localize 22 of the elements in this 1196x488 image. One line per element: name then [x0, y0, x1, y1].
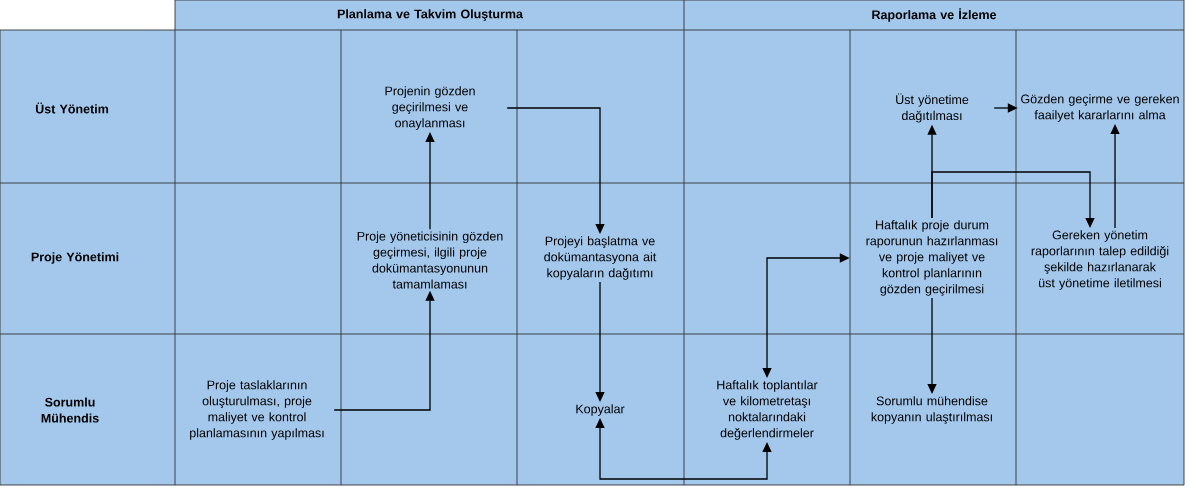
arrow: [595, 281, 605, 402]
step-text: Proje taslaklarının oluşturulması, proje maliyet ve kontrol planlamasının yapılması: [190, 380, 324, 440]
step-text: Gereken yönetim raporlarının talep edildiği şekilde hazırlanarak üst yönetime iletilmesi: [1031, 230, 1169, 290]
step-text: Üst yönetime dağıtılması: [896, 93, 969, 123]
step-text: Gözden geçirme ve gereken faailyet kararlarını alma: [1021, 94, 1179, 122]
row-header: Proje Yönetimi: [31, 252, 119, 264]
row-header: Sorumlu Mühendis: [41, 397, 99, 423]
column-header: Raporlama ve İzleme: [872, 8, 997, 22]
column-header: Planlama ve Takvim Oluşturma: [337, 9, 524, 21]
step-text: Kopyalar: [576, 404, 625, 416]
step-text: Haftalık proje durum raporunun hazırlanması ve proje maliyet ve kontrol planlarının gözden geçirilmesi: [866, 220, 998, 296]
step-text: Haftalık toplantılar ve kilometretaşı noktalarındaki değerlendirmeler: [717, 380, 818, 440]
step-text: Projeyi başlatma ve dokümantasyona ait kopyaların dağıtımı: [544, 236, 657, 280]
step-text: Projenin gözden geçirilmesi ve onaylanması: [385, 86, 475, 130]
row-header: Üst Yönetim: [35, 102, 109, 114]
step-text: Proje yöneticisinin gözden geçirmesi, ilgili proje dokümantasyonunun tamamlaması: [357, 231, 503, 289]
step-text: Sorumlu mühendise kopyanın ulaştırılması: [871, 396, 992, 424]
arrow: [506, 107, 605, 234]
arrow: [595, 418, 772, 480]
arrow: [1110, 124, 1120, 229]
arrow: [425, 132, 435, 230]
arrow: [931, 171, 1095, 228]
